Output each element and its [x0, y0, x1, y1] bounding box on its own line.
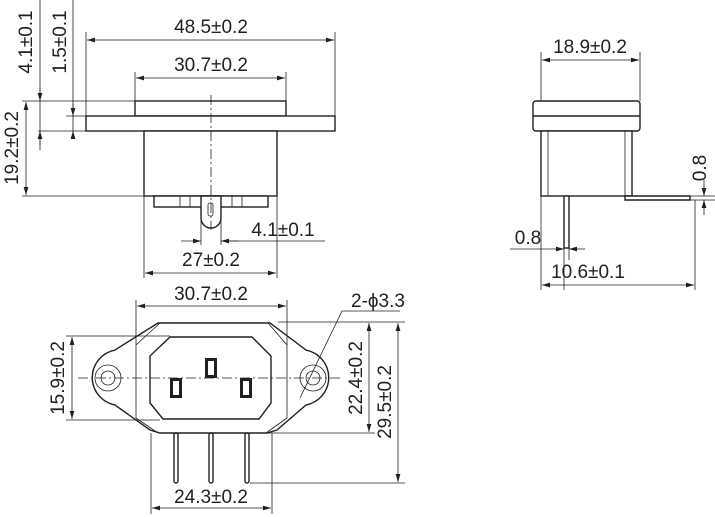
side-body — [540, 130, 633, 197]
dim-tab-width: 4.1±0.1 — [251, 220, 314, 241]
pin — [244, 432, 250, 484]
dim-lead-length: 10.6±0.1 — [551, 262, 625, 283]
side-lead — [624, 195, 691, 201]
side-view: 18.9±0.2 0.8 0.8 10.6±0.1 — [510, 37, 715, 290]
front-view: 30.7±0.2 2-ϕ3.3 15.9±0.2 22.4±0.2 29.5±0… — [48, 284, 405, 514]
dim-pin-span: 24.3±0.2 — [174, 487, 248, 508]
top-raised-part — [134, 100, 287, 117]
dim-total-height: 29.5±0.2 — [375, 365, 396, 439]
dim-top-width: 30.7±0.2 — [174, 55, 248, 76]
dim-body-height-front: 22.4±0.2 — [346, 341, 367, 415]
dim-height-total: 4.1±0.1 — [16, 10, 37, 73]
body — [143, 130, 278, 197]
side-pin — [563, 195, 570, 249]
dim-side-width: 18.9±0.2 — [553, 37, 627, 58]
dim-pin-thickness: 0.8 — [515, 228, 541, 249]
dim-flange-width: 48.5±0.2 — [174, 17, 248, 38]
pin — [208, 432, 214, 484]
pin — [173, 432, 179, 484]
dim-flange-thickness: 1.5±0.1 — [50, 10, 71, 73]
dim-inner-height: 15.9±0.2 — [48, 341, 69, 415]
dim-front-width: 30.7±0.2 — [174, 284, 248, 305]
top-view: 48.5±0.2 30.7±0.2 4.1±0.1 1.5±0.1 19.2±0… — [2, 0, 336, 278]
dim-holes: 2-ϕ3.3 — [351, 291, 405, 312]
dim-body-height: 19.2±0.2 — [2, 111, 23, 185]
dim-body-width: 27±0.2 — [182, 250, 240, 271]
dim-lead-thickness: 0.8 — [690, 155, 711, 181]
flange — [85, 115, 336, 132]
